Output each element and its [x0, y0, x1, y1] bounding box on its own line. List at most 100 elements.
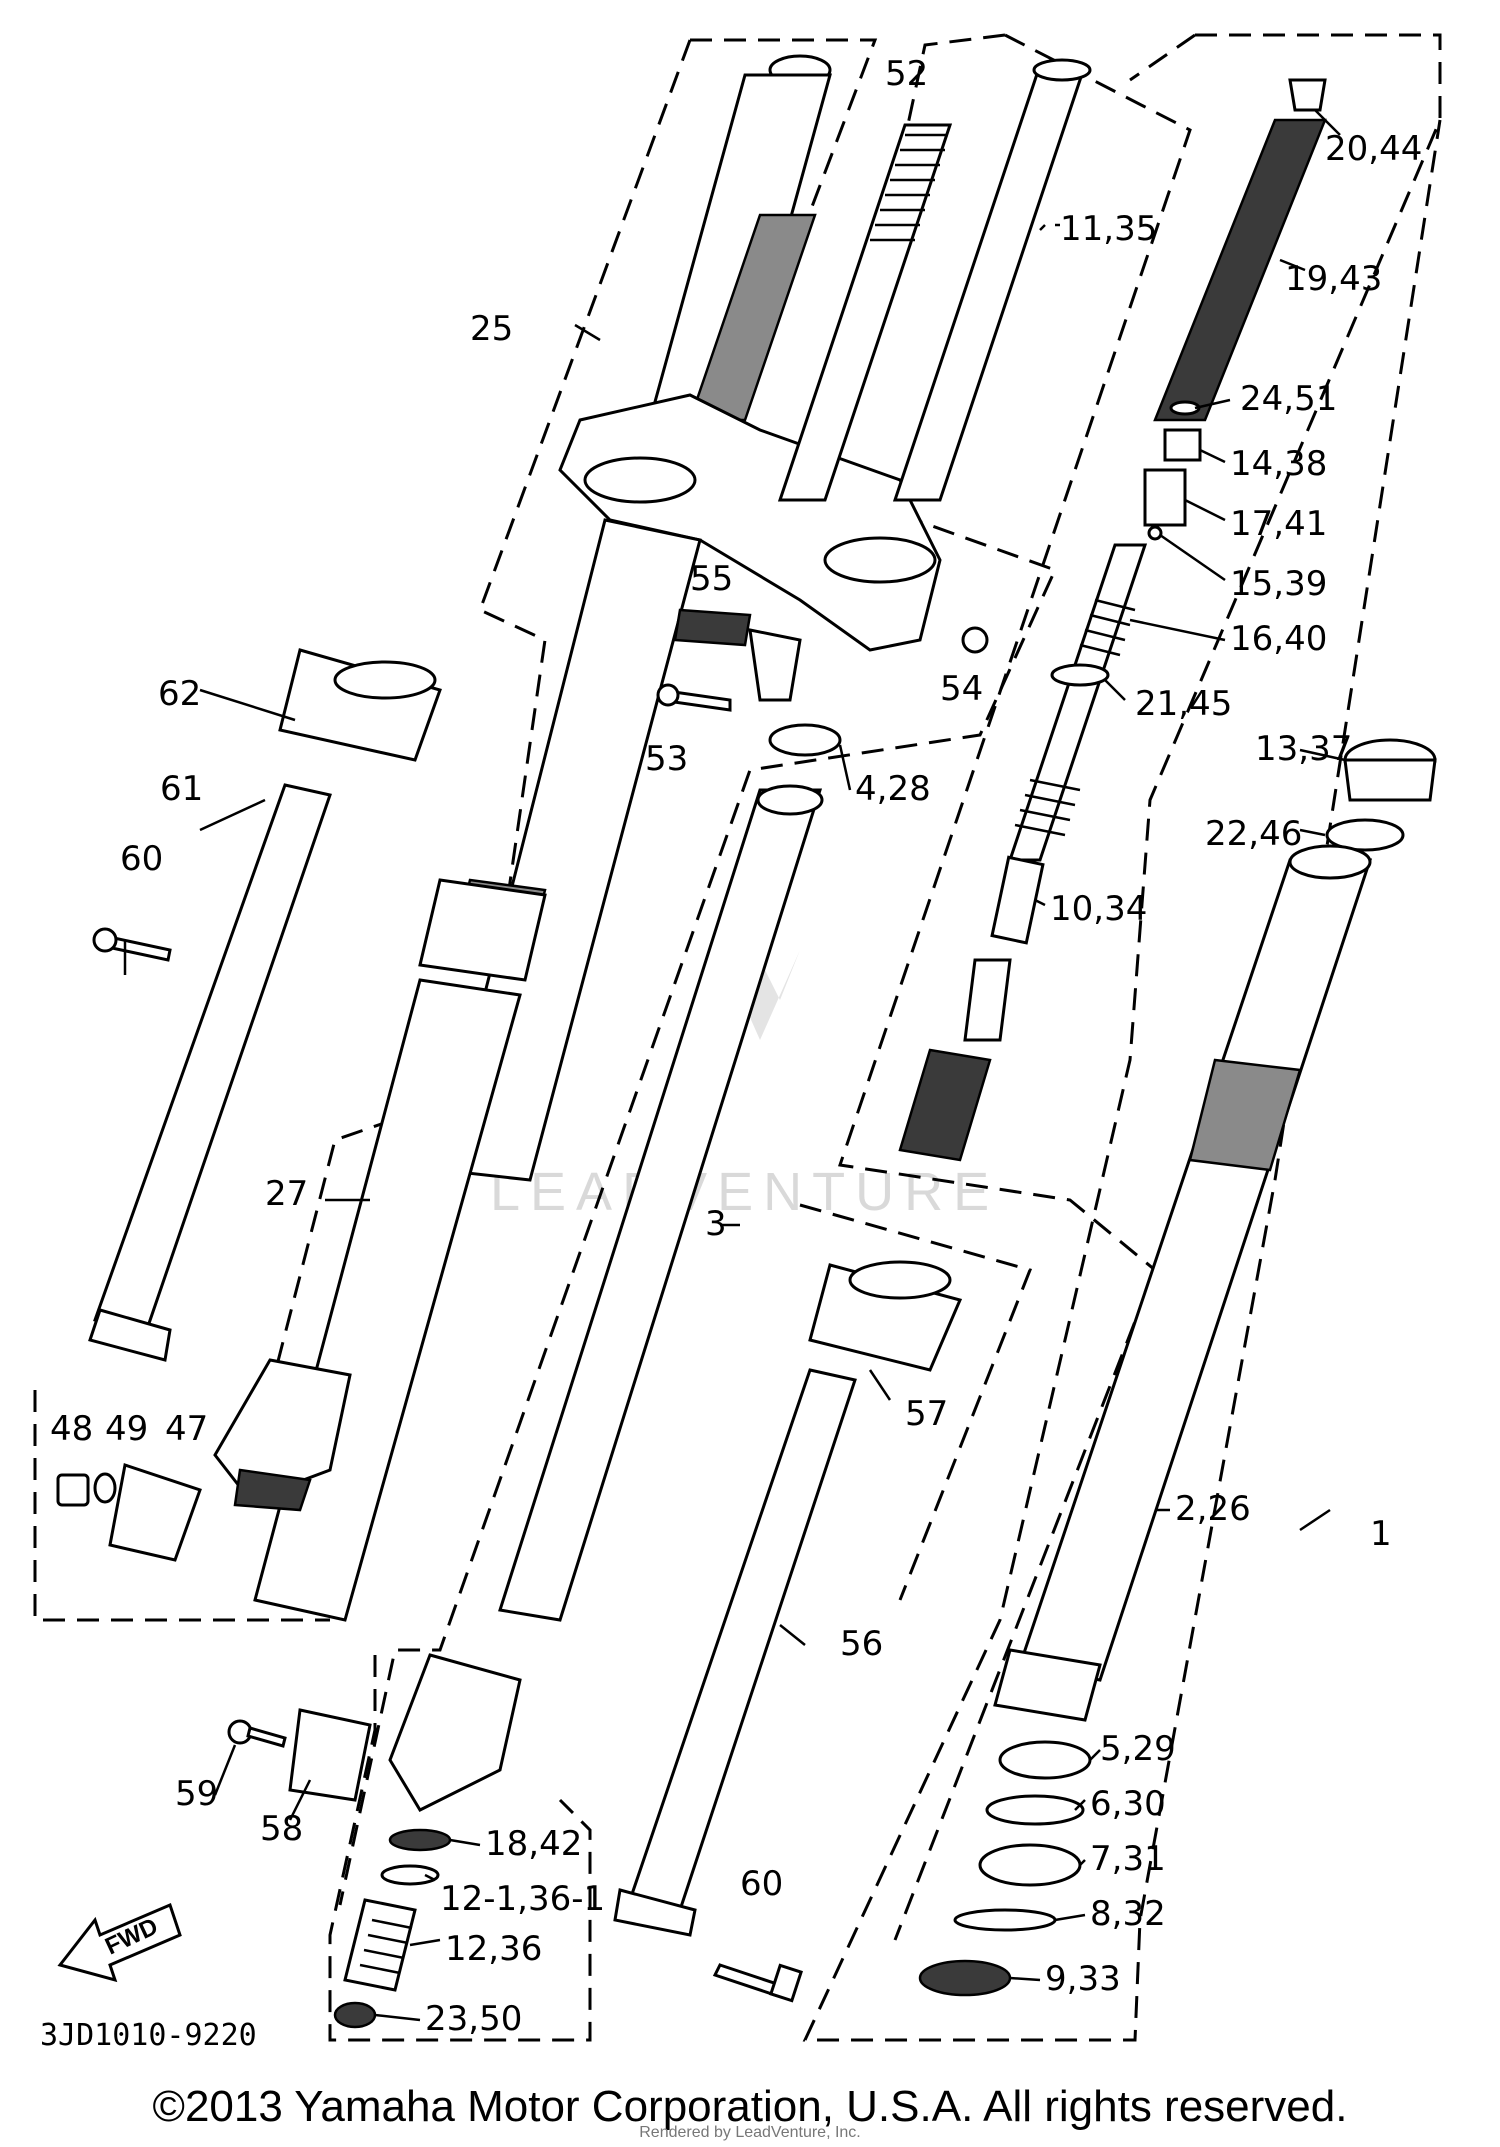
cartridge-base: [898, 1048, 992, 1162]
part-12-36-base-valve: [343, 1898, 417, 1992]
part-55-stay: [748, 628, 802, 702]
part-2-26-outer-tube: [1018, 858, 1373, 1682]
watermark: LEADVENTURE: [490, 950, 989, 1222]
label-p57: 57: [905, 1394, 948, 1434]
outer-tube-shading-left: [688, 213, 817, 422]
copyright-notice: ©2013 Yamaha Motor Corporation, U.S.A. A…: [152, 2082, 1348, 2131]
axle-bracket-base-left: [233, 1468, 312, 1512]
label-p59: 59: [175, 1774, 218, 1814]
label-p24-51: 24,51: [1240, 379, 1337, 419]
boundary-axle: [328, 1655, 592, 2042]
part-59-bolt: [246, 1726, 287, 1748]
axle-bracket-center: [388, 1653, 522, 1812]
part-12-36-threads: [359, 1918, 413, 1975]
part-49-washer: [93, 1472, 117, 1504]
label-p23-50: 23,50: [425, 1999, 522, 2039]
boundary-guard-right: [799, 1203, 1033, 1601]
part-5-29: [998, 1740, 1092, 1780]
boundary-left-fork-top: [338, 38, 1058, 1906]
label-p55: 55: [690, 559, 733, 599]
part-56-guard: [628, 1368, 857, 1912]
dust-seal-left: [418, 878, 547, 982]
boundary-right-fork-top: [1129, 33, 1196, 82]
label-p4-28: 4,28: [855, 769, 931, 809]
part-15-39: [1147, 525, 1163, 541]
part-22-46-ring: [1325, 818, 1405, 852]
right-cartridge-parts: [898, 78, 1327, 1162]
label-p48: 48: [50, 1409, 93, 1449]
part-2-26-band: [1188, 1058, 1302, 1172]
label-p12-1-36-1: 12-1,36-1: [440, 1879, 605, 1919]
right-guard-parts: [613, 1260, 963, 2003]
fwd-arrow: FWD: [57, 1902, 182, 1983]
part-58-cap: [288, 1708, 372, 1802]
label-p11-35: 11,35: [1060, 209, 1157, 249]
part-9-33: [918, 1959, 1012, 1997]
right-outer-fork: [918, 738, 1437, 1997]
label-p10-34: 10,34: [1050, 889, 1147, 929]
damper-rod-top: [1032, 58, 1092, 82]
label-p58: 58: [260, 1809, 303, 1849]
part-61-foot: [88, 1308, 172, 1362]
label-p62: 62: [158, 674, 201, 714]
left-guard-parts: [56, 648, 442, 1562]
boundary-clamp-left: [33, 1390, 330, 1622]
label-p6-30: 6,30: [1090, 1784, 1166, 1824]
part-56-foot: [613, 1888, 697, 1937]
cartridge-shaft: [963, 958, 1012, 1042]
axle-parts: [227, 1653, 522, 2029]
label-p61: 61: [160, 769, 203, 809]
leader-lines: [123, 109, 1346, 2022]
part-62-bore: [333, 660, 437, 700]
label-p9-33: 9,33: [1045, 1959, 1121, 1999]
label-p22-46: 22,46: [1205, 814, 1302, 854]
label-p53: 53: [645, 739, 688, 779]
label-p16-40: 16,40: [1230, 619, 1327, 659]
part-24-51: [1169, 400, 1201, 416]
rebound-spring: [1014, 778, 1081, 837]
part-6-30: [985, 1794, 1085, 1826]
part-20-44-cap: [1288, 78, 1327, 112]
label-p7-31: 7,31: [1090, 1839, 1166, 1879]
cartridge-rod: [1007, 543, 1148, 862]
label-p54: 54: [940, 669, 983, 709]
part-52-threads: [870, 133, 948, 242]
part-3-top: [756, 784, 824, 816]
part-21-45: [1050, 663, 1110, 687]
label-p15-39: 15,39: [1230, 564, 1327, 604]
label-p3: 3: [705, 1204, 727, 1244]
part-57-bore: [848, 1260, 952, 1300]
part-55-bracket: [673, 608, 752, 647]
label-p25: 25: [470, 309, 513, 349]
label-p8-32: 8,32: [1090, 1894, 1166, 1934]
part-60-head-upper: [92, 927, 118, 953]
label-p20-44: 20,44: [1325, 129, 1422, 169]
fwd-arrow-shape: [57, 1902, 182, 1983]
part-4-28-seal: [768, 723, 842, 757]
part-54-nut: [961, 626, 989, 654]
part-7-31: [978, 1843, 1082, 1887]
part-23-50: [333, 2001, 377, 2029]
label-p13-37: 13,37: [1255, 729, 1352, 769]
clamp-bore-left: [583, 456, 697, 504]
label-p5-29: 5,29: [1100, 1729, 1176, 1769]
reference-code: 3JD1010-9220: [40, 2018, 257, 2053]
part-60-head-lower: [769, 1963, 803, 2003]
label-p27: 27: [265, 1174, 308, 1214]
label-p18-42: 18,42: [485, 1824, 582, 1864]
inner-tube-lower-left: [253, 978, 522, 1622]
part-10-34: [990, 855, 1045, 945]
label-p2-26: 2,26: [1175, 1489, 1251, 1529]
label-p14-38: 14,38: [1230, 444, 1327, 484]
label-p49: 49: [105, 1409, 148, 1449]
part-48-nut: [56, 1473, 90, 1507]
part-18-42: [388, 1828, 452, 1852]
boundary-right-fork: [802, 33, 1442, 2042]
label-p12-36: 12,36: [445, 1929, 542, 1969]
part-8-32: [953, 1908, 1057, 1932]
label-p19-43: 19,43: [1285, 259, 1382, 299]
part-52-tube: [777, 123, 953, 502]
part-47-cap: [108, 1463, 202, 1562]
clamp-bore-right: [823, 536, 937, 584]
